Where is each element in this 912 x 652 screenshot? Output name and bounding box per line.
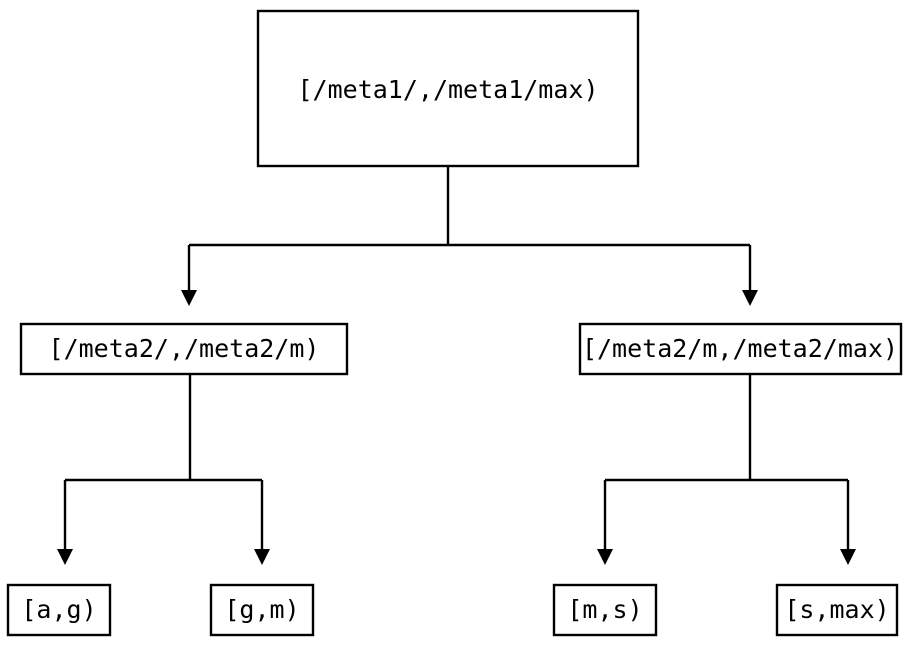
arrowhead-to-level2-left xyxy=(181,290,197,306)
node-leaf-4-box[interactable] xyxy=(775,583,899,637)
node-leaf-4-label: [s,max) xyxy=(784,595,889,624)
arrowhead-to-leaf2 xyxy=(254,549,270,565)
arrowhead-to-level2-right xyxy=(742,290,758,306)
arrowhead-to-leaf3 xyxy=(597,549,613,565)
arrowhead-to-leaf4 xyxy=(840,549,856,565)
node-level2-left-label: [/meta2/,/meta2/m) xyxy=(49,334,320,363)
node-level2-right-box[interactable] xyxy=(578,322,903,376)
edge-group-root-to-level2 xyxy=(181,166,758,306)
edge-group-level2right-to-leaves xyxy=(597,374,856,565)
node-leaf-3[interactable]: [m,s) xyxy=(552,583,658,637)
node-leaf-4[interactable]: [s,max) xyxy=(775,583,899,637)
arrowhead-to-leaf1 xyxy=(57,549,73,565)
node-level2-left[interactable]: [/meta2/,/meta2/m) xyxy=(19,322,349,376)
edge-group-level2left-to-leaves xyxy=(57,374,270,565)
node-level2-right[interactable]: [/meta2/m,/meta2/max) xyxy=(578,322,903,376)
node-root[interactable]: [/meta1/,/meta1/max) xyxy=(256,9,640,168)
node-leaf-3-box[interactable] xyxy=(552,583,658,637)
node-leaf-2[interactable]: [g,m) xyxy=(209,583,315,637)
node-leaf-2-box[interactable] xyxy=(209,583,315,637)
node-leaf-1-label: [a,g) xyxy=(21,595,96,624)
node-leaf-1[interactable]: [a,g) xyxy=(6,583,112,637)
node-root-box[interactable] xyxy=(256,9,640,168)
node-root-label: [/meta1/,/meta1/max) xyxy=(297,75,598,104)
node-leaf-1-box[interactable] xyxy=(6,583,112,637)
node-level2-left-box[interactable] xyxy=(19,322,349,376)
node-leaf-2-label: [g,m) xyxy=(224,595,299,624)
node-level2-right-label: [/meta2/m,/meta2/max) xyxy=(582,334,898,363)
node-leaf-3-label: [m,s) xyxy=(567,595,642,624)
